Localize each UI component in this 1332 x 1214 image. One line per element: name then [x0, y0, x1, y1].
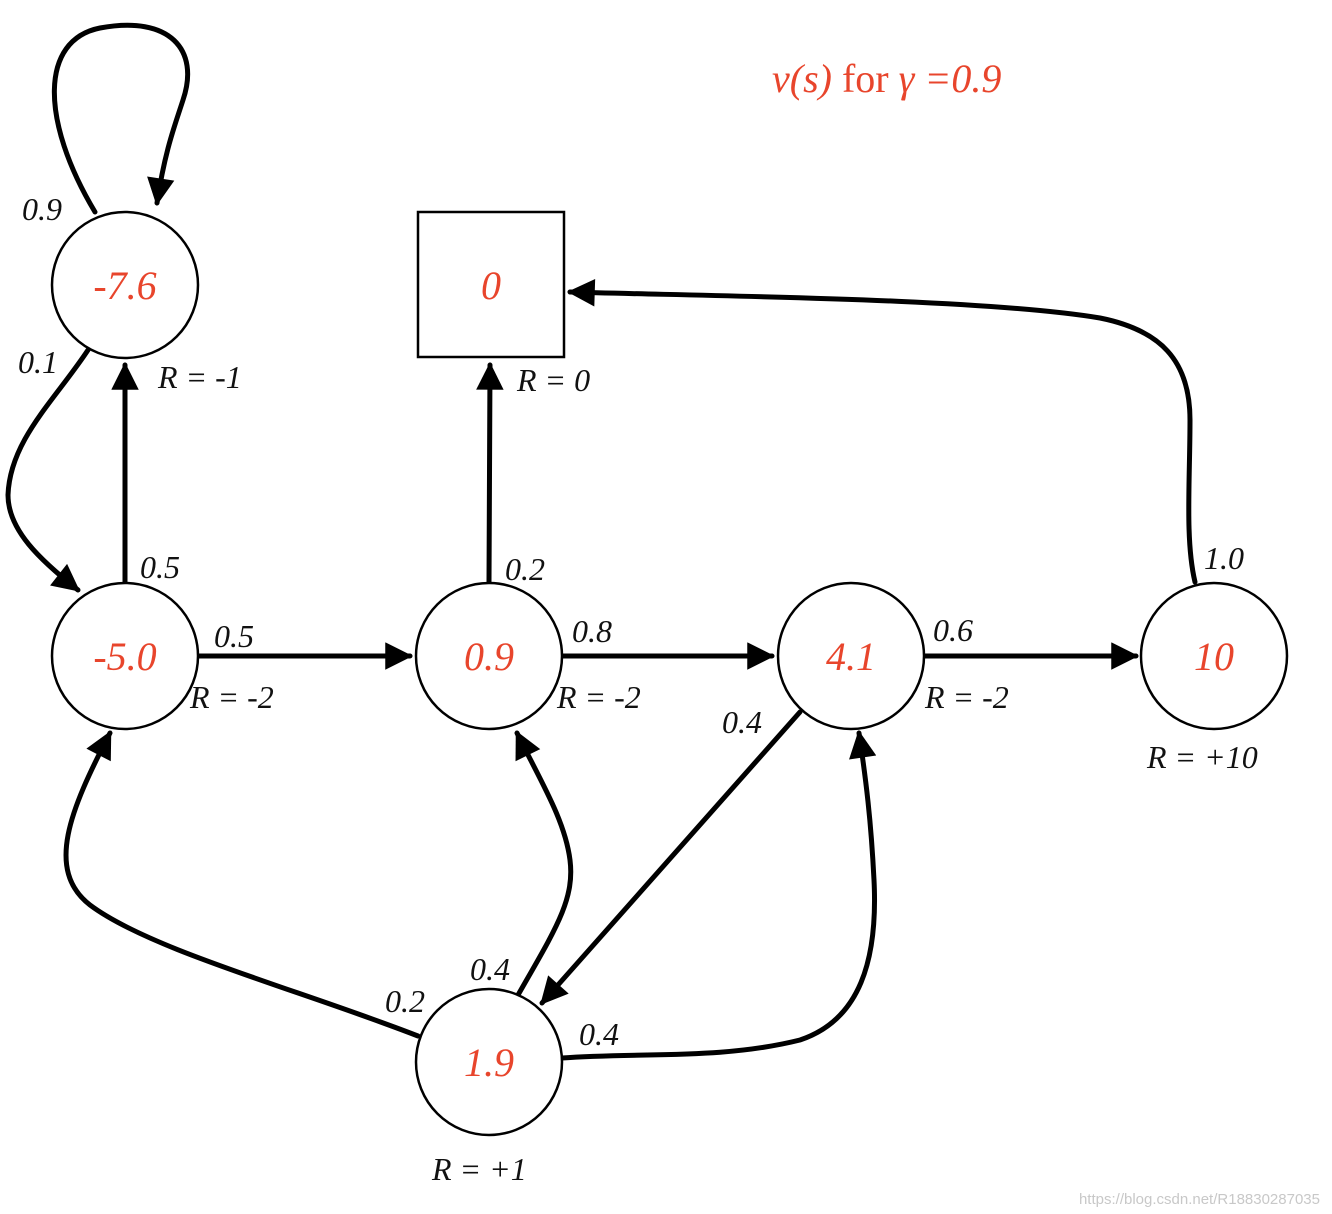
edge-facebook-to-class1	[5, 347, 91, 593]
state-value: -7.6	[93, 263, 156, 308]
prob-facebook-to-class1: 0.1	[18, 344, 58, 380]
state-pass: 10	[1139, 581, 1289, 731]
prob-class3-to-pass: 0.6	[933, 612, 973, 648]
prob-pub-to-class2: 0.4	[470, 951, 510, 987]
reward-class1: R = -2	[189, 679, 274, 715]
edge-facebook-self	[51, 22, 191, 215]
state-sleep: 0	[416, 210, 566, 359]
probability-labels: 0.9 0.1 0.5 0.5 0.2 0.8 0.6 0.4 1.0 0.2 …	[18, 191, 1244, 1052]
state-facebook: -7.6	[50, 210, 200, 360]
reward-labels: R = -1 R = -2 R = -2 R = -2 R = +10 R = …	[157, 359, 1258, 1187]
state-circle	[414, 987, 564, 1137]
prob-pub-to-class1: 0.2	[385, 983, 425, 1019]
watermark-text: https://blog.csdn.net/R18830287035	[1079, 1191, 1320, 1208]
state-class1: -5.0	[50, 581, 200, 731]
reward-pass: R = +10	[1146, 739, 1258, 775]
prob-class2-to-class3: 0.8	[572, 613, 612, 649]
state-class2: 0.9	[414, 581, 564, 731]
edge-pass-to-sleep	[567, 279, 1198, 585]
terminal-square	[416, 210, 566, 359]
state-circle	[414, 581, 564, 731]
reward-class2: R = -2	[556, 679, 641, 715]
prob-class1-to-facebook: 0.5	[140, 549, 180, 585]
prob-facebook-self: 0.9	[22, 191, 62, 227]
state-value: -5.0	[93, 634, 156, 679]
edges	[5, 22, 1198, 1061]
state-value: 1.9	[464, 1040, 514, 1085]
reward-class3: R = -2	[924, 679, 1009, 715]
prob-class2-to-sleep: 0.2	[505, 551, 545, 587]
edge-pub-to-class3	[559, 730, 878, 1061]
state-circle	[1139, 581, 1289, 731]
state-value: 10	[1194, 634, 1234, 679]
reward-pub: R = +1	[431, 1151, 527, 1187]
state-value: 0	[481, 263, 501, 308]
state-value: 4.1	[826, 634, 876, 679]
edge-pub-to-class1	[63, 730, 421, 1039]
diagram-title: v(s) for γ =0.9	[772, 56, 1001, 101]
edge-pub-to-class2	[514, 730, 574, 998]
state-circle	[50, 210, 200, 360]
prob-class3-to-pub: 0.4	[722, 704, 762, 740]
state-class3: 4.1	[776, 581, 926, 731]
prob-pass-to-sleep: 1.0	[1204, 540, 1244, 576]
edge-class3-to-pub	[539, 709, 803, 1006]
reward-sleep: R = 0	[516, 362, 590, 398]
state-circle	[50, 581, 200, 731]
edge-class2-to-sleep	[476, 362, 504, 585]
prob-pub-to-class3: 0.4	[579, 1016, 619, 1052]
state-pub: 1.9	[414, 987, 564, 1137]
prob-class1-to-class2: 0.5	[214, 618, 254, 654]
reward-facebook: R = -1	[157, 359, 242, 395]
state-circle	[776, 581, 926, 731]
state-value: 0.9	[464, 634, 514, 679]
